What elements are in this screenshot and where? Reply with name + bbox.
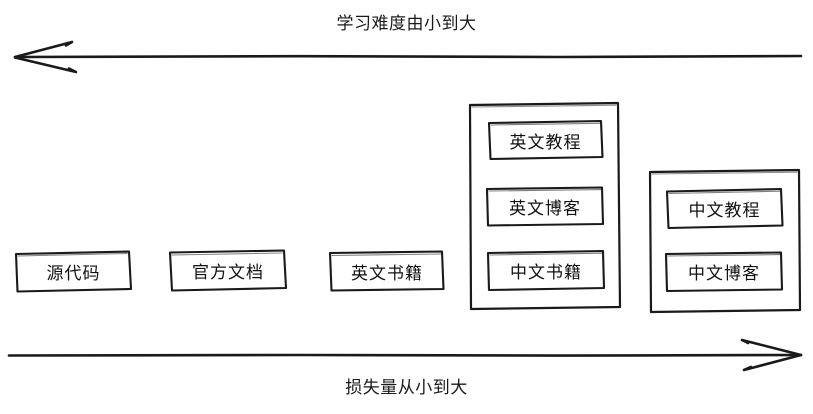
node-chinese-books[interactable]: 中文书籍: [510, 263, 582, 282]
difficulty-axis-label: 学习难度由小到大: [336, 14, 477, 33]
loss-axis-label: 损失量从小到大: [345, 378, 468, 397]
node-box-english-tutorial: [487, 119, 604, 161]
difficulty-axis-arrow: [13, 40, 803, 74]
node-english-books[interactable]: 英文书籍: [351, 263, 423, 283]
node-box-chinese-blog: [664, 251, 784, 293]
node-chinese-blog[interactable]: 中文博客: [688, 264, 760, 283]
node-box-english-books: [328, 250, 445, 292]
node-box-official-docs: [168, 249, 288, 292]
node-box-source-code: [14, 250, 133, 293]
node-box-chinese-books: [486, 249, 606, 292]
node-chinese-tutorial[interactable]: 中文教程: [688, 201, 761, 220]
group-container-english: [468, 101, 622, 311]
node-english-tutorial[interactable]: 英文教程: [509, 132, 582, 152]
node-official-docs[interactable]: 官方文档: [192, 262, 264, 282]
node-box-chinese-tutorial: [665, 187, 784, 230]
group-container-chinese: [648, 168, 802, 314]
node-source-code[interactable]: 源代码: [46, 263, 101, 283]
node-english-blog[interactable]: 英文博客: [509, 198, 581, 218]
loss-axis-arrow: [7, 338, 803, 372]
node-box-english-blog: [485, 186, 605, 227]
